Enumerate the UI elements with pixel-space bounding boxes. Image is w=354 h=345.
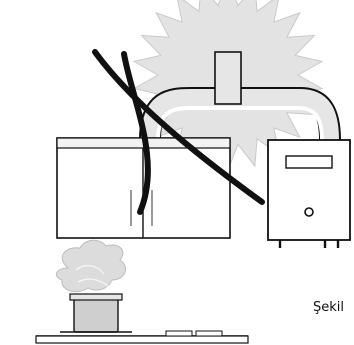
- flue-pipe-icon: [139, 51, 341, 141]
- figure-caption: Şekil: [313, 300, 345, 315]
- water-heater-icon: [267, 139, 351, 248]
- warning-cross-icon: [92, 49, 265, 215]
- pot-icon: [60, 293, 132, 333]
- cabinet-icon: [56, 137, 231, 239]
- hob-icon: [35, 330, 249, 344]
- steam-icon: [55, 239, 127, 293]
